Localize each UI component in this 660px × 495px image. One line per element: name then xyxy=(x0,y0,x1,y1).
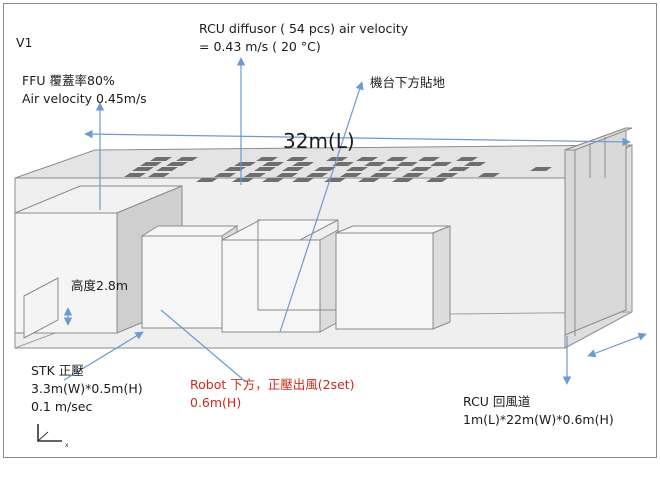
diffuser-pad xyxy=(214,173,236,177)
diffuser-pad xyxy=(456,157,478,161)
machine-under-label: 機台下方貼地 xyxy=(370,75,446,90)
robot-outlet-label: Robot 下方，正壓出風(2set) xyxy=(190,377,355,392)
annotation-leaders xyxy=(63,57,572,385)
ffu-velocity-label: Air velocity 0.45m/s xyxy=(22,91,147,106)
svg-text:x: x xyxy=(65,442,69,449)
robot-box-2 xyxy=(335,225,451,330)
diffuser-pad xyxy=(166,162,188,166)
diffuser-pad xyxy=(464,162,486,166)
diffuser-pad xyxy=(196,178,218,182)
diffuser-pad xyxy=(262,162,284,166)
diffuser-pad xyxy=(262,178,284,182)
length-label: 32m(L) xyxy=(283,129,355,153)
diffuser-pad xyxy=(396,162,418,166)
axis-indicator xyxy=(37,424,62,442)
diffuser-pad xyxy=(448,167,470,171)
diffuser-pad xyxy=(340,173,362,177)
diagram-frame xyxy=(3,3,657,458)
rcu-return-size-label: 1m(L)*22m(W)*0.6m(H) xyxy=(463,412,614,427)
diffuser-pad xyxy=(232,178,254,182)
rcu-diffusor-label-1: RCU diffusor ( 54 pcs) air velocity xyxy=(199,21,409,36)
diffuser-pad xyxy=(436,173,458,177)
diffuser-pad xyxy=(392,178,414,182)
diffuser-pad xyxy=(418,157,440,161)
rcu-diffusor-array xyxy=(124,157,552,182)
stk-velocity-label: 0.1 m/sec xyxy=(31,399,93,414)
diffuser-pad xyxy=(402,173,424,177)
diffuser-pad xyxy=(286,157,308,161)
diffuser-pad xyxy=(410,167,432,171)
height-label: 高度2.8m xyxy=(71,278,129,293)
rcu-return-title-label: RCU 回風道 xyxy=(463,394,531,409)
diffuser-pad xyxy=(148,173,170,177)
diffuser-pad xyxy=(356,157,378,161)
stk-title-label: STK 正壓 xyxy=(31,363,84,378)
diffuser-pad xyxy=(364,162,386,166)
diffuser-pad xyxy=(140,162,162,166)
rcu-return-duct xyxy=(564,127,633,336)
diffuser-pad xyxy=(282,167,304,171)
diffuser-pad xyxy=(254,167,276,171)
diffuser-pad xyxy=(244,173,266,177)
diffuser-pad xyxy=(276,173,298,177)
diffuser-pad xyxy=(132,167,154,171)
diffuser-pad xyxy=(370,173,392,177)
diffuser-pad xyxy=(234,162,256,166)
diffuser-pad xyxy=(150,157,172,161)
stk-size-label: 3.3m(W)*0.5m(H) xyxy=(31,381,143,396)
version-label: V1 xyxy=(16,35,33,50)
diffuser-pad xyxy=(478,173,500,177)
diffuser-pad xyxy=(378,167,400,171)
robot-height-label: 0.6m(H) xyxy=(190,395,242,410)
duct-width-arrow xyxy=(587,332,647,358)
diffuser-pad xyxy=(332,162,354,166)
diffuser-pad xyxy=(124,173,146,177)
diffuser-pad xyxy=(176,157,198,161)
diffuser-pad xyxy=(426,178,448,182)
rcu-diffusor-label-2: = 0.43 m/s ( 20 °C) xyxy=(199,39,321,54)
length-dimension-arrow xyxy=(84,129,631,147)
diffuser-pad xyxy=(386,157,408,161)
diffuser-pad xyxy=(430,162,452,166)
diffuser-pad xyxy=(314,167,336,171)
diffuser-pad xyxy=(156,167,178,171)
diffuser-pad xyxy=(358,178,380,182)
machine-box xyxy=(221,219,339,333)
stk-panel xyxy=(23,277,59,339)
diffuser-pad xyxy=(292,178,314,182)
diffuser-pad xyxy=(306,173,328,177)
ffu-coverage-label: FFU 覆蓋率80% xyxy=(22,73,115,88)
diffuser-pad xyxy=(530,167,552,171)
diffuser-pad xyxy=(292,162,314,166)
diffuser-pad xyxy=(346,167,368,171)
diffuser-pad xyxy=(256,157,278,161)
